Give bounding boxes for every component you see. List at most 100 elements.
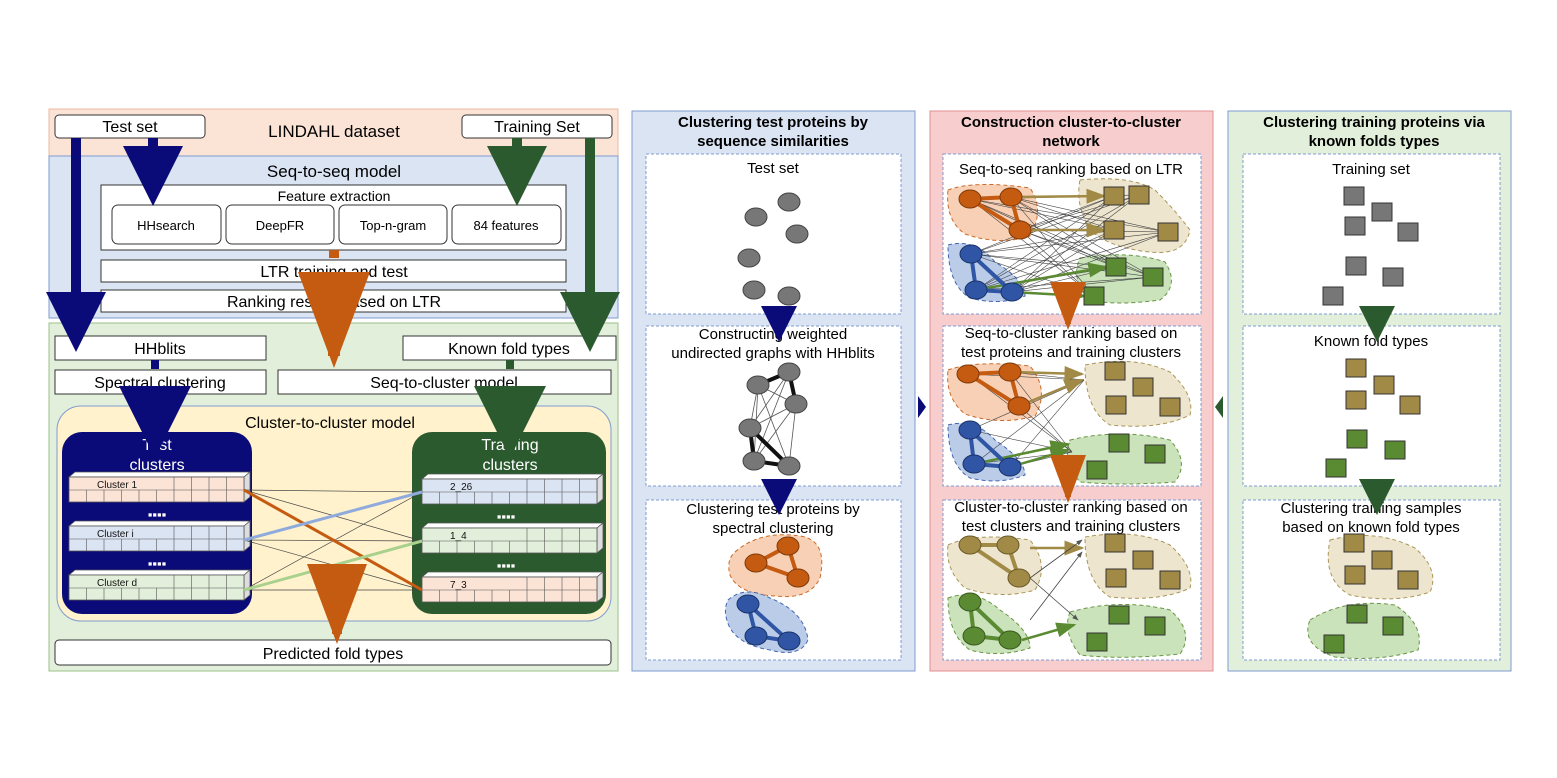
training-graphics (1307, 186, 1434, 659)
link (1011, 231, 1169, 293)
ellipsis: ▪▪▪▪ (497, 509, 515, 524)
protein-square (1345, 358, 1367, 378)
link (1011, 195, 1115, 293)
protein-square (1345, 256, 1367, 276)
training-set-graphic (1322, 186, 1419, 306)
cluster-name: 1_4 (450, 531, 467, 542)
protein-square (1157, 222, 1179, 242)
predicted-label: Predicted fold types (263, 646, 404, 663)
fold-clusters-graphic (1307, 533, 1434, 659)
rank-arrow (1029, 577, 1079, 621)
known-fold-graphic (1325, 358, 1421, 478)
cluster-name: 2_26 (450, 482, 473, 493)
rank-arrow (1029, 539, 1083, 579)
spectral-label: Spectral clustering (94, 375, 226, 392)
step-box (1242, 153, 1501, 315)
test-clusters-title: clusters (129, 457, 184, 474)
node (777, 362, 801, 382)
panel-title: Clustering training proteins via (1263, 114, 1485, 131)
cluster-row: Cluster i (67, 520, 252, 552)
training-set-box (461, 114, 613, 139)
rank-arrow (973, 440, 1071, 466)
protein-square (1083, 286, 1105, 306)
known-fold-label: Known fold types (448, 341, 570, 358)
cluster-name: 7_3 (450, 580, 467, 591)
protein-square (1373, 375, 1395, 395)
protein-square (1104, 361, 1126, 381)
protein-square (1103, 186, 1125, 206)
protein-square (1346, 604, 1368, 624)
training-clusters-title: Training (481, 437, 538, 454)
cluster-row: Cluster d (67, 569, 252, 601)
protein-square (1105, 395, 1127, 415)
step-label: Seq-to-cluster ranking based on (965, 325, 1178, 342)
protein-square (1104, 533, 1126, 553)
seq-model-label: Seq-to-seq model (267, 162, 401, 181)
node (737, 248, 761, 268)
rank-arrow (1010, 188, 1107, 204)
node (786, 568, 810, 588)
protein-square (1159, 570, 1181, 590)
protein-square (1144, 444, 1166, 464)
protein-square (1086, 460, 1108, 480)
node (1007, 396, 1031, 416)
step-label: spectral clustering (713, 520, 834, 537)
node (776, 536, 800, 556)
link (1010, 196, 1117, 268)
rank-arrow (1009, 366, 1085, 382)
link (1019, 229, 1154, 278)
panel-test-proteins: Clustering test proteins by sequence sim… (631, 110, 916, 672)
link-strong (243, 488, 423, 592)
step-label: Clustering test proteins by (686, 501, 860, 518)
rank-arrow (975, 262, 1109, 292)
protein-square (1132, 377, 1154, 397)
training-cluster-rows: 2_26 1_4 7_3 (420, 473, 605, 603)
seq-to-cluster-graphic (947, 360, 1192, 485)
link (1019, 229, 1117, 268)
node (998, 362, 1022, 382)
protein-square (1132, 550, 1154, 570)
link (969, 198, 1095, 297)
feature-label: DeepFR (256, 218, 304, 233)
test-nodes-graphic (737, 192, 809, 306)
panel-title: network (1042, 133, 1100, 150)
protein-square (1105, 568, 1127, 588)
hhblits-label: HHblits (134, 341, 186, 358)
node (777, 631, 801, 651)
row-side (243, 569, 251, 601)
node (1008, 220, 1032, 240)
protein-square (1346, 429, 1368, 449)
step-label: Cluster-to-cluster ranking based on (954, 499, 1187, 516)
panel-network: Construction cluster-to-cluster network … (929, 110, 1214, 672)
node (784, 394, 808, 414)
node (958, 420, 982, 440)
feature-box (225, 204, 335, 245)
link (969, 198, 1117, 268)
protein-square (1128, 185, 1150, 205)
link (970, 195, 1115, 255)
protein-square (1384, 440, 1406, 460)
protein-square (1343, 186, 1365, 206)
link (975, 195, 1115, 291)
node (744, 626, 768, 646)
node (746, 375, 770, 395)
arrow-right (918, 396, 926, 418)
row-side (596, 571, 604, 603)
cluster-row: 7_3 (420, 571, 605, 603)
protein-square (1159, 397, 1181, 417)
step-label: test proteins and training clusters (961, 344, 1181, 361)
rank-arrow (1021, 622, 1077, 642)
weighted-graph-graphic (738, 362, 808, 476)
link (1011, 194, 1140, 293)
link-strong (243, 490, 423, 542)
node (962, 626, 986, 646)
link (1010, 196, 1154, 278)
link (975, 231, 1169, 291)
feature-label: Top-n-gram (360, 218, 426, 233)
protein-square (1105, 257, 1127, 277)
step-label: undirected graphs with HHblits (671, 345, 874, 362)
node (999, 187, 1023, 207)
protein-square (1142, 267, 1164, 287)
cluster-name: Cluster d (97, 578, 137, 589)
